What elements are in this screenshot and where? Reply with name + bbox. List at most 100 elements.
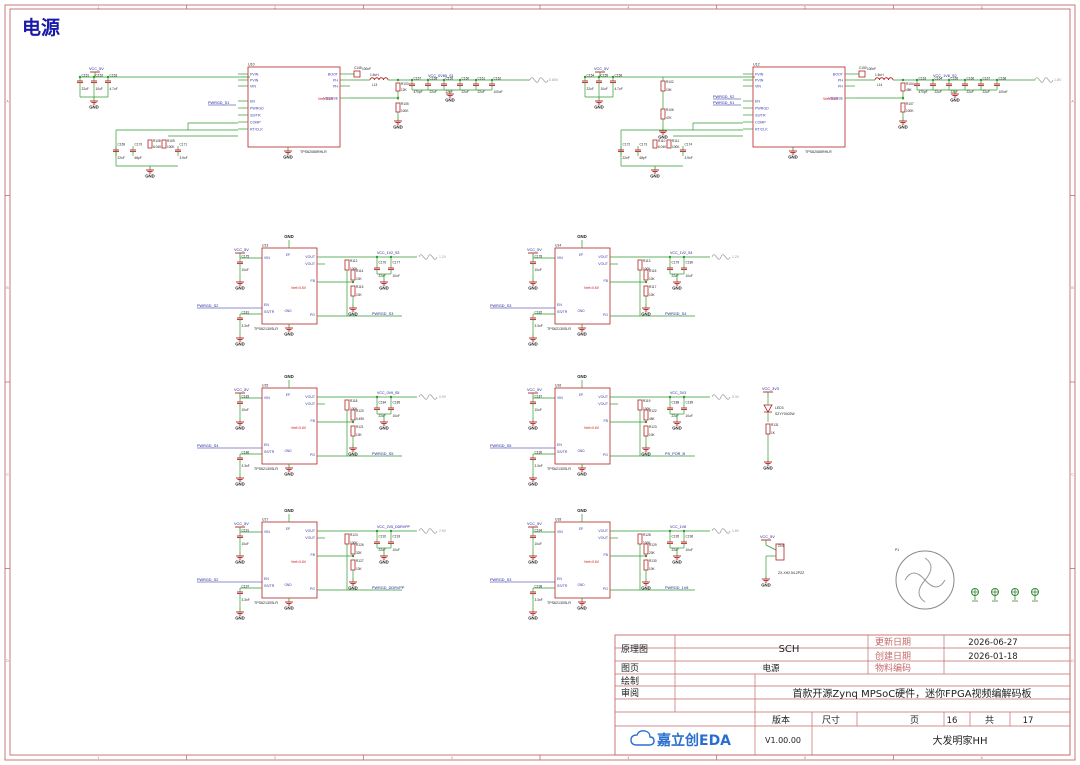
col-mark: 6 xyxy=(981,5,983,9)
resistor-ref: R128 xyxy=(643,533,651,537)
cap-ref: C183 xyxy=(242,395,250,399)
resistor xyxy=(350,559,356,571)
cap-ref: C189 xyxy=(686,401,694,405)
cap-value: 100nF xyxy=(362,67,371,71)
ic-ref: U14 xyxy=(555,244,561,248)
resistor-ref: R110 xyxy=(658,139,666,143)
cap-ref: C184 xyxy=(379,401,387,405)
inductor xyxy=(879,77,885,81)
net-label-en: PWRGD_S3 xyxy=(490,578,511,582)
ic-pin-label: BOOT xyxy=(328,72,339,76)
resistor-ref: R107 xyxy=(906,102,914,106)
ic-pin-label: GND xyxy=(284,309,292,313)
gnd-label: GND xyxy=(788,155,798,160)
net-label-en: PWRGD_S5 xyxy=(490,444,511,448)
vref-note: Vref=0.6V xyxy=(584,560,600,564)
ic-pin-label: PVIN xyxy=(755,78,764,82)
gnd-label: GND xyxy=(348,586,358,591)
title-label: 原理图 xyxy=(621,644,648,655)
brand-cloud-icon xyxy=(630,730,655,746)
ic-pin-label: VOUT xyxy=(305,255,316,259)
resistor-ref: R124 xyxy=(350,533,358,537)
ic-pin-label: EN xyxy=(250,99,255,103)
inductor-value: 1.5uH xyxy=(370,73,379,77)
cap-ref: C194 xyxy=(535,529,543,533)
resistor xyxy=(350,425,356,437)
col-mark: 1 xyxy=(97,756,99,760)
net-label-pg: PWRGD_S2 xyxy=(713,95,734,99)
gnd-label: GND xyxy=(235,286,245,291)
resistor xyxy=(660,80,666,92)
resistor-ref: R103 xyxy=(401,82,409,86)
gnd-label: GND xyxy=(89,105,99,110)
vref-note: Vref=0.6V xyxy=(291,426,307,430)
ic-pin-label: PH xyxy=(838,84,843,88)
cap-ref: C154 xyxy=(587,74,595,78)
resistor-ref: R112 xyxy=(350,259,358,263)
resistor xyxy=(161,139,167,149)
rail-waveform-icon xyxy=(418,254,438,260)
ic-pin-label: EP xyxy=(579,527,583,531)
ic-ref: U16 xyxy=(555,384,561,388)
resistor-ref: R123 xyxy=(649,425,657,429)
resistor-ref: R126 xyxy=(356,543,364,547)
resistor-value: 100K xyxy=(350,407,358,411)
ic-body xyxy=(261,247,318,325)
cap-ref: C169 xyxy=(118,143,126,147)
cap-value: 10uF xyxy=(393,548,400,552)
title-label: 审阅 xyxy=(621,687,639,699)
cap-ref: C173 xyxy=(640,143,648,147)
ic-ref: U18 xyxy=(555,518,561,522)
ic-pin-label: GND xyxy=(577,449,585,453)
resistor-ref: R111 xyxy=(672,139,679,143)
cap-ref: C198 xyxy=(535,585,543,589)
resistor-ref: R118 xyxy=(350,399,358,403)
ic-pin-label: GND xyxy=(577,309,585,313)
cap-value: 22uF xyxy=(478,90,485,94)
cap-ref: C174 xyxy=(685,143,693,147)
ic-body xyxy=(554,387,611,465)
cap-value: 3.3nF xyxy=(242,598,250,602)
vref-note: Vref=0.6V xyxy=(291,286,307,290)
ic-pin-label: SS/TR xyxy=(557,450,568,454)
resistor-value: 100K xyxy=(350,541,358,545)
ic-body xyxy=(554,521,611,599)
col-mark: 4 xyxy=(627,756,629,760)
resistor xyxy=(344,399,350,411)
resistor-value: 10K xyxy=(356,567,363,571)
title-value: 2026-06-27 xyxy=(968,638,1017,648)
ic-pin-label: VIN xyxy=(264,396,270,400)
gnd-label: GND xyxy=(898,125,908,130)
gnd-label: GND xyxy=(235,560,245,565)
gnd-label: GND xyxy=(379,286,389,291)
ic-pin-label: PWRGD xyxy=(250,106,264,110)
resistor-value: 100K xyxy=(643,267,651,271)
connector-body xyxy=(775,543,785,561)
ic-pin-label: EN xyxy=(264,577,269,581)
col-mark: 5 xyxy=(804,5,806,9)
power-net-label: VCC_5V xyxy=(89,67,104,71)
gnd-label: GND xyxy=(379,560,389,565)
resistor xyxy=(643,285,649,297)
ic-pin-label: PH xyxy=(333,84,338,88)
gnd-label: GND xyxy=(284,332,294,337)
gnd-label: GND xyxy=(445,98,455,103)
resistor xyxy=(350,285,356,297)
connector-part: ZX-XH2.54-2PZZ xyxy=(778,571,804,575)
rail-waveform-icon xyxy=(711,254,731,260)
title-value: 17 xyxy=(1023,716,1034,726)
resistor xyxy=(666,139,672,149)
cap-ref: C164 xyxy=(935,77,943,81)
power-net-label: VCC_5V xyxy=(527,248,542,252)
cap-ref: C160 xyxy=(462,77,470,81)
col-mark: 5 xyxy=(804,756,806,760)
net-label-pg: PWRGD_S5 xyxy=(372,452,393,456)
resistor-ref: R122 xyxy=(649,409,657,413)
cap-value: 3.3nF xyxy=(535,324,543,328)
logo-ref: P1 xyxy=(895,548,899,552)
resistor-ref: R114 xyxy=(356,269,364,273)
ic-pin-label: GND xyxy=(577,583,585,587)
cap-value: 22uF xyxy=(951,90,958,94)
resistor-ref: R102 xyxy=(666,80,674,84)
